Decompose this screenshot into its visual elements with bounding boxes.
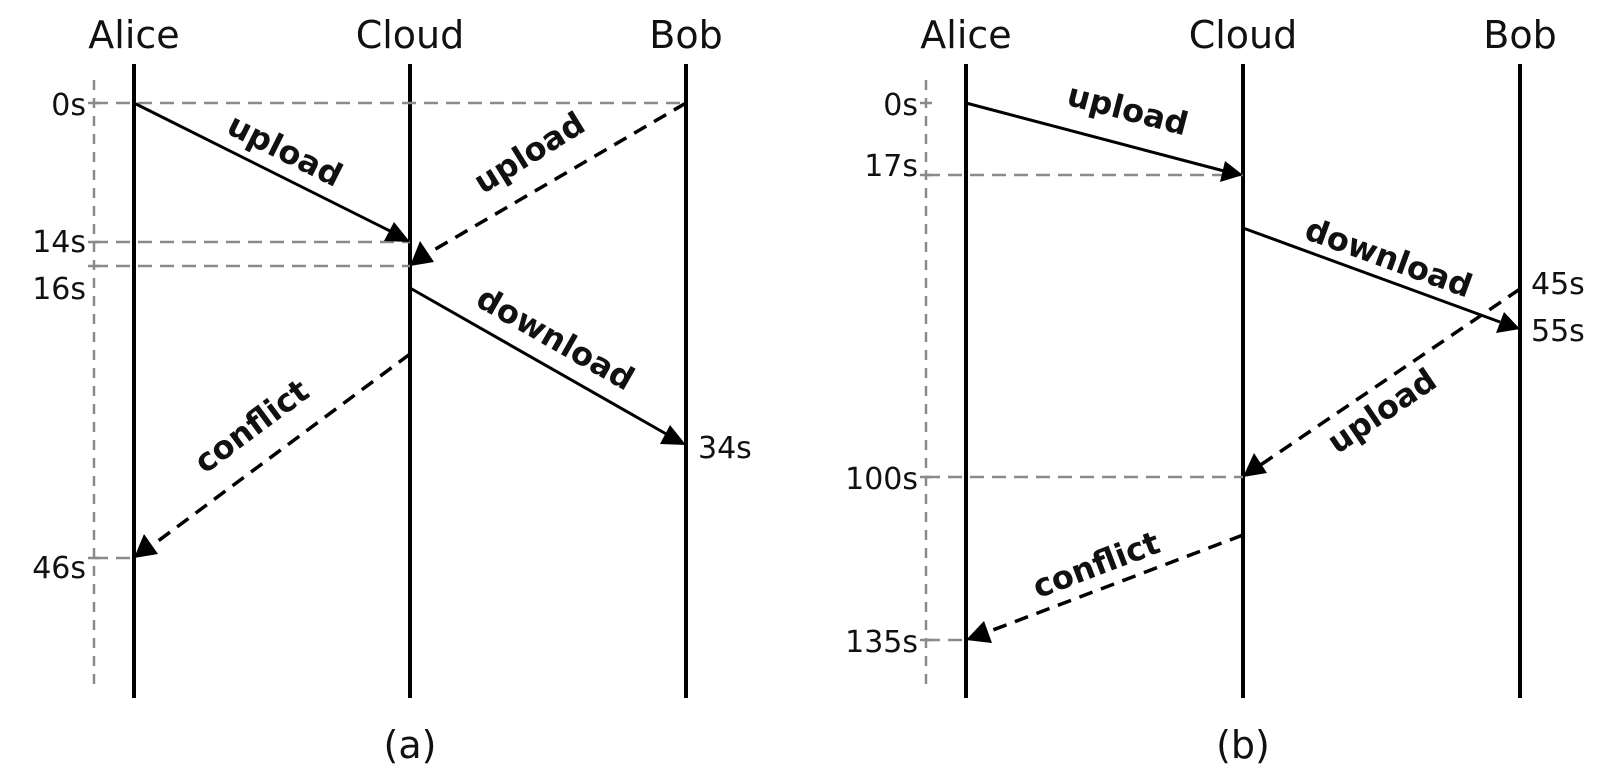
message-arrow-conflict-a	[148, 352, 412, 549]
time-label-16s-a: 16s	[32, 272, 86, 307]
message-arrow-upload-alice-a	[133, 101, 393, 234]
arrowhead-upload-alice-a	[384, 222, 410, 242]
diagram-b: Alice Cloud Bob 0s 17s 100s 135s 45s 55s…	[845, 13, 1585, 767]
arrowhead-conflict-b	[966, 621, 992, 643]
caption-b: (b)	[1216, 723, 1270, 767]
time-label-46s-a: 46s	[32, 551, 86, 586]
arrowhead-download-b	[1496, 312, 1520, 333]
actor-bob-label-b: Bob	[1483, 13, 1556, 57]
time-label-135s-b: 135s	[845, 625, 918, 660]
message-label-upload-alice-a: upload	[221, 106, 348, 195]
time-label-17s-b: 17s	[864, 149, 918, 184]
time-label-0s-a: 0s	[51, 88, 86, 123]
actor-bob-label-a: Bob	[649, 13, 722, 57]
message-label-conflict-b: conflict	[1027, 523, 1165, 606]
diagram-a: Alice Cloud Bob 0s 14s 16s 46s 34s uploa…	[32, 13, 752, 767]
caption-a: (a)	[384, 723, 437, 767]
message-arrow-upload-alice-b	[965, 101, 1225, 173]
time-label-45s-b: 45s	[1531, 267, 1585, 302]
actor-cloud-label-b: Cloud	[1189, 13, 1298, 57]
time-label-0s-b: 0s	[883, 88, 918, 123]
arrowhead-upload-bob-b	[1243, 453, 1267, 477]
message-arrow-upload-bob-a	[426, 101, 687, 256]
time-label-14s-a: 14s	[32, 225, 86, 260]
actor-alice-label-b: Alice	[920, 13, 1011, 57]
message-arrow-download-a	[409, 286, 669, 437]
time-label-100s-b: 100s	[845, 462, 918, 497]
message-arrow-download-b	[1242, 226, 1501, 324]
arrowhead-download-a	[660, 425, 686, 445]
arrowhead-upload-bob-a	[410, 241, 434, 266]
arrowhead-conflict-a	[134, 534, 158, 558]
message-label-conflict-a: conflict	[187, 371, 316, 481]
time-label-34s-a: 34s	[698, 431, 752, 466]
message-arrow-upload-bob-b	[1258, 287, 1521, 468]
time-label-55s-b: 55s	[1531, 314, 1585, 349]
arrowhead-upload-alice-b	[1220, 161, 1243, 182]
message-label-upload-bob-a: upload	[467, 104, 592, 201]
actor-alice-label-a: Alice	[88, 13, 179, 57]
actor-cloud-label-a: Cloud	[356, 13, 465, 57]
